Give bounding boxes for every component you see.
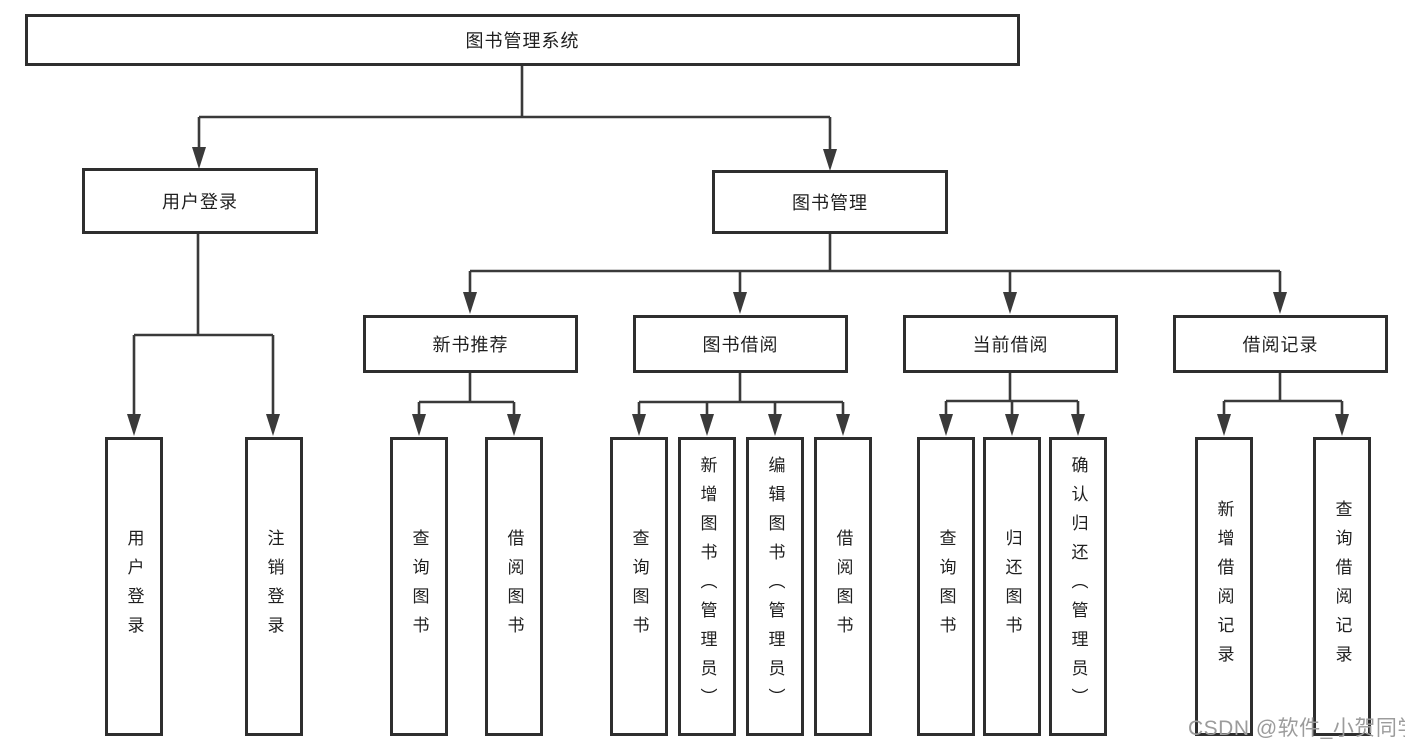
leaf-current-confirm-return-label: 确认归还（管理员） [1068, 456, 1088, 717]
leaf-borrow-query: 查询图书 [610, 437, 668, 736]
leaf-current-return-label: 归还图书 [1002, 528, 1022, 645]
leaf-borrow-borrow-book-label: 借阅图书 [833, 528, 853, 645]
connector-userlogin-to-leaves [127, 234, 280, 436]
connector-root-to-level2 [192, 65, 837, 171]
node-current-borrow: 当前借阅 [903, 315, 1118, 373]
connector-bookmgmt-to-level3 [463, 233, 1287, 314]
leaf-borrow-edit-book-label: 编辑图书（管理员） [765, 456, 785, 717]
leaf-user-login-label: 用户登录 [124, 528, 144, 645]
node-root-label: 图书管理系统 [465, 31, 580, 51]
node-borrow-record-label: 借阅记录 [1242, 335, 1319, 355]
leaf-record-query-label: 查询借阅记录 [1332, 499, 1352, 674]
connector-currentborrow-to-leaves [939, 373, 1085, 436]
node-new-book-recommend-label: 新书推荐 [432, 335, 509, 355]
connector-newbook-to-leaves [412, 373, 521, 436]
leaf-borrow-edit-book: 编辑图书（管理员） [746, 437, 804, 736]
node-user-login-label: 用户登录 [162, 192, 238, 212]
connector-bookborrow-to-leaves [632, 373, 850, 436]
leaf-borrow-borrow-book: 借阅图书 [814, 437, 872, 736]
leaf-newbook-query: 查询图书 [390, 437, 448, 736]
node-book-borrow: 图书借阅 [633, 315, 848, 373]
csdn-watermark: CSDN @软件_小贺同学 [1188, 717, 1405, 740]
leaf-record-add-label: 新增借阅记录 [1214, 499, 1234, 674]
leaf-logout: 注销登录 [245, 437, 303, 736]
connector-borrowrecord-to-leaves [1217, 373, 1349, 436]
leaf-logout-label: 注销登录 [264, 528, 284, 645]
leaf-current-query: 查询图书 [917, 437, 975, 736]
node-book-management: 图书管理 [712, 170, 948, 234]
leaf-borrow-query-label: 查询图书 [629, 528, 649, 645]
leaf-borrow-add-book-label: 新增图书（管理员） [697, 456, 717, 717]
leaf-newbook-borrow-label: 借阅图书 [504, 528, 524, 645]
leaf-current-confirm-return: 确认归还（管理员） [1049, 437, 1107, 736]
leaf-newbook-borrow: 借阅图书 [485, 437, 543, 736]
node-user-login: 用户登录 [82, 168, 318, 234]
node-book-borrow-label: 图书借阅 [702, 335, 779, 355]
leaf-borrow-add-book: 新增图书（管理员） [678, 437, 736, 736]
node-new-book-recommend: 新书推荐 [363, 315, 578, 373]
leaf-current-query-label: 查询图书 [936, 528, 956, 645]
node-root: 图书管理系统 [25, 14, 1020, 66]
leaf-newbook-query-label: 查询图书 [409, 528, 429, 645]
leaf-record-add: 新增借阅记录 [1195, 437, 1253, 736]
leaf-user-login: 用户登录 [105, 437, 163, 736]
node-current-borrow-label: 当前借阅 [972, 335, 1049, 355]
leaf-record-query: 查询借阅记录 [1313, 437, 1371, 736]
node-borrow-record: 借阅记录 [1173, 315, 1388, 373]
node-book-management-label: 图书管理 [792, 193, 868, 213]
leaf-current-return: 归还图书 [983, 437, 1041, 736]
